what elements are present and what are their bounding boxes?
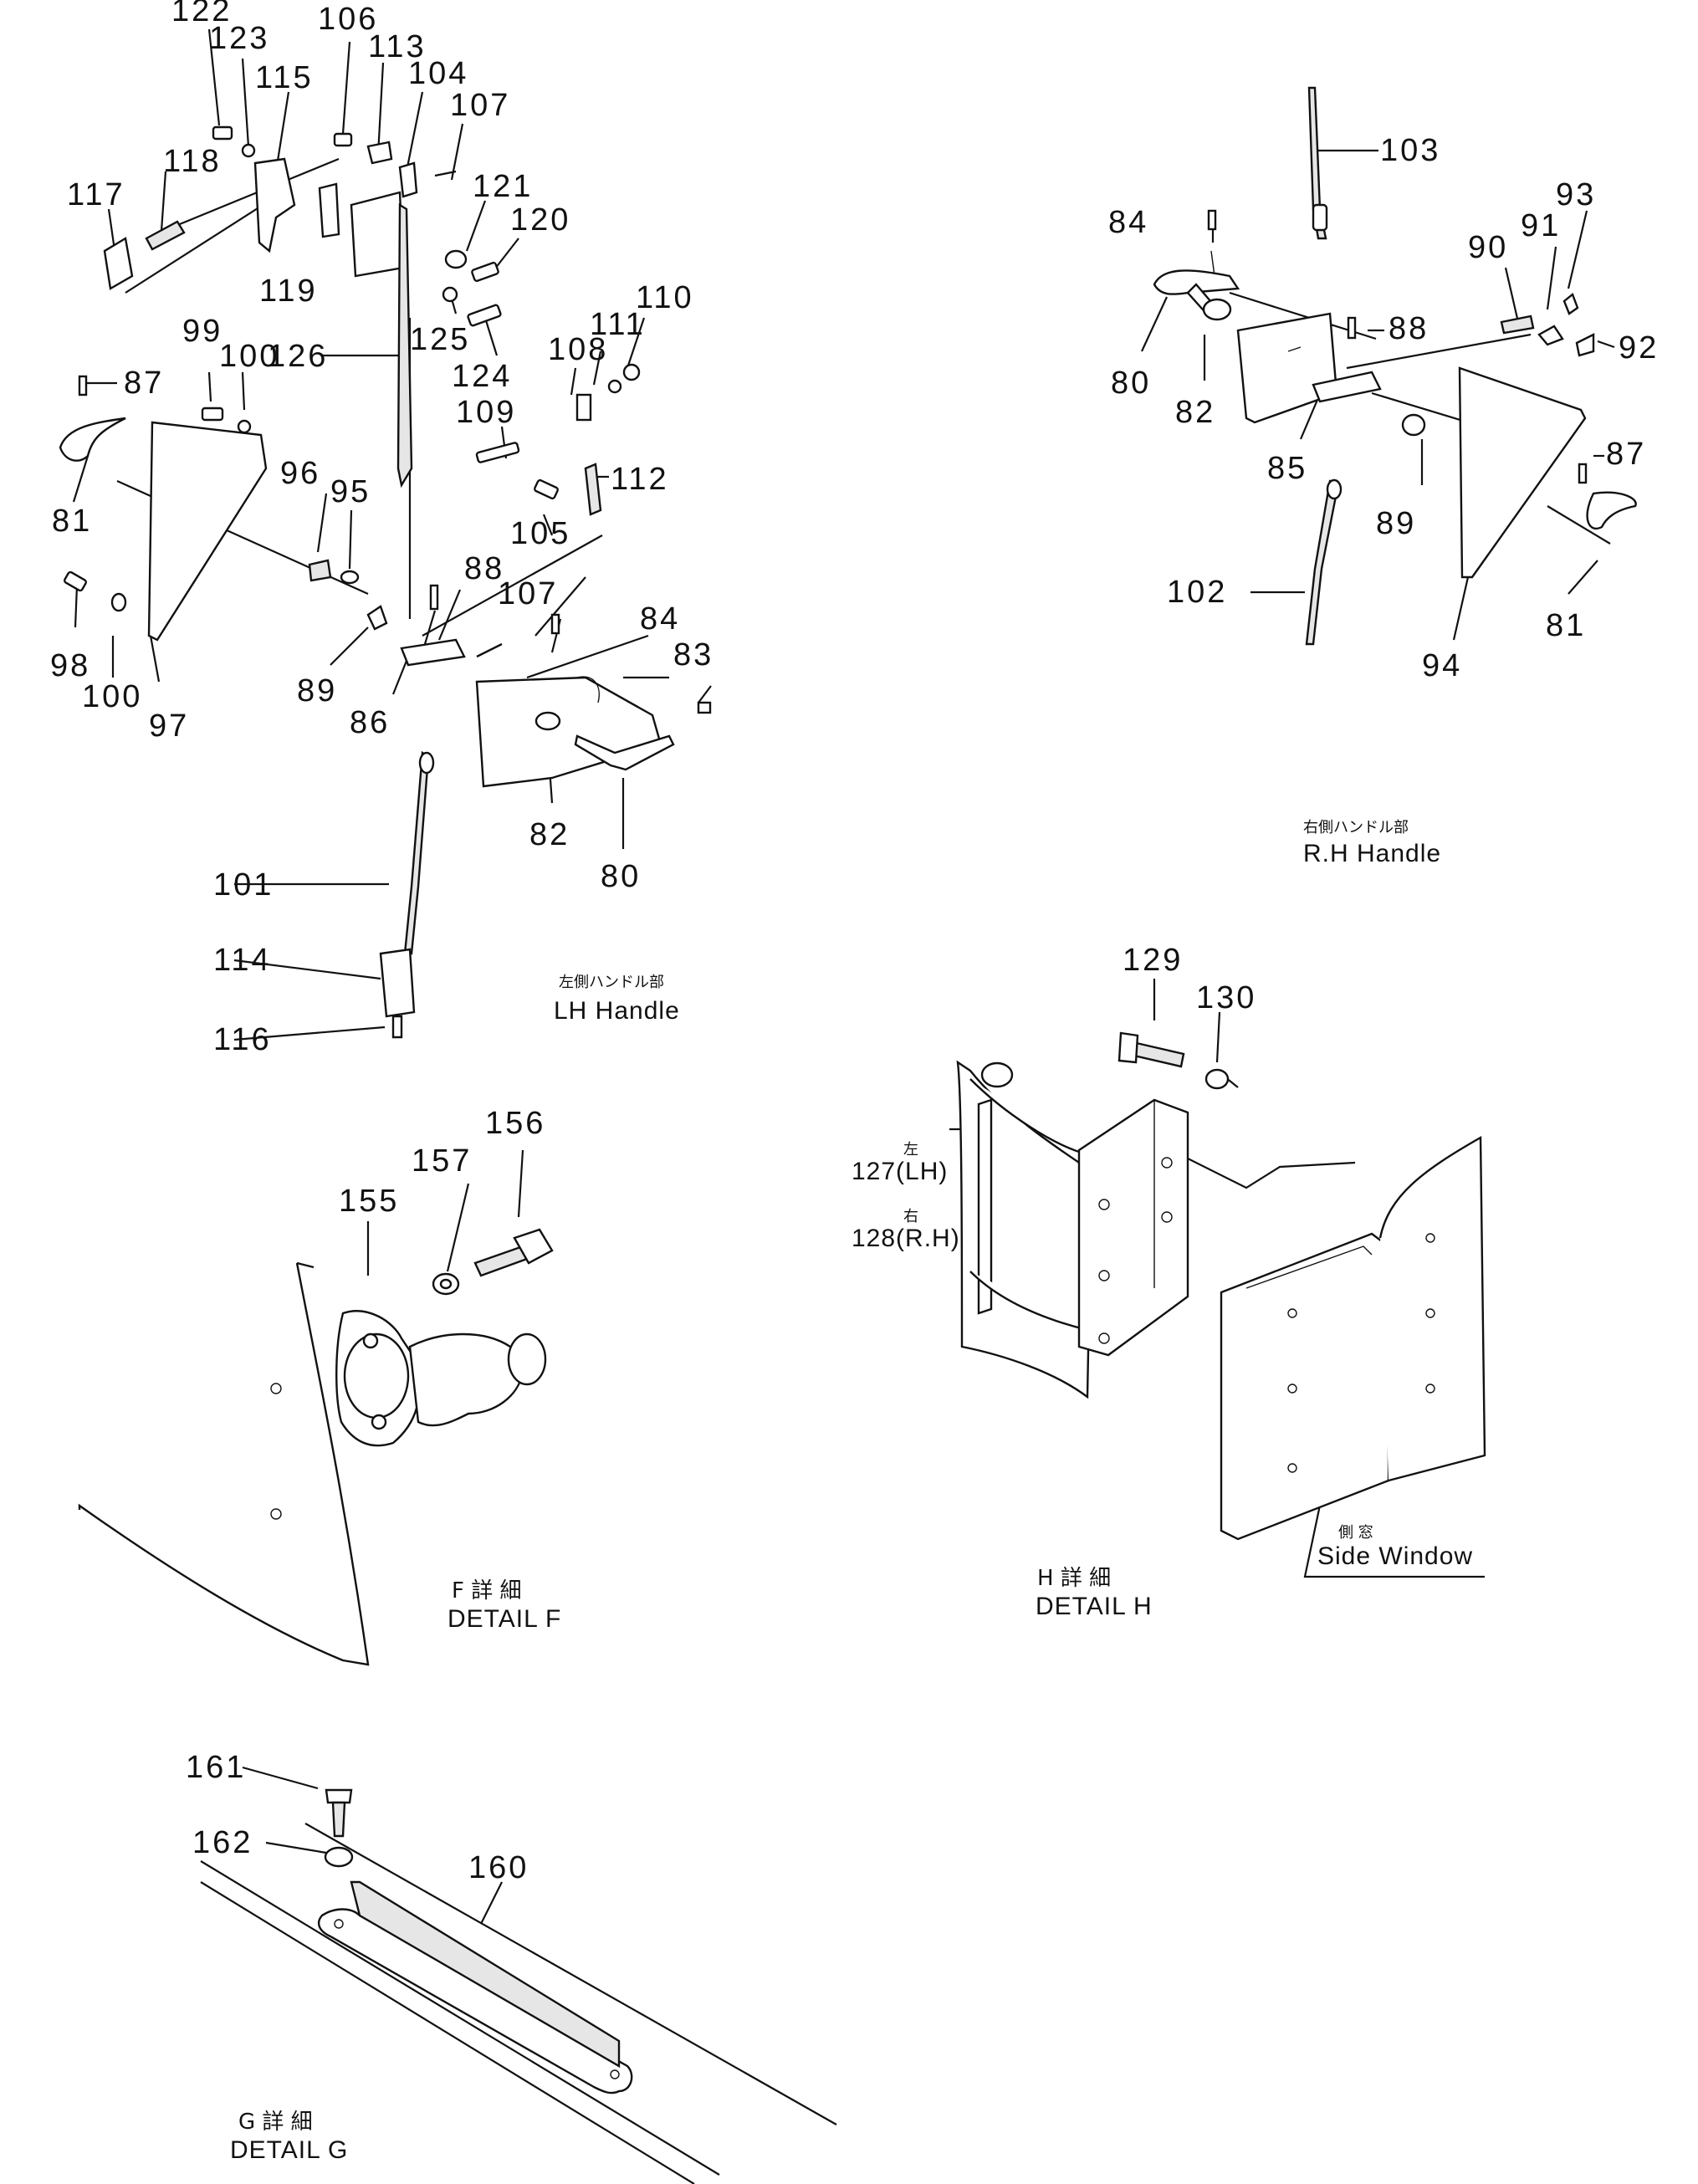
callout-label: 96 (280, 456, 320, 491)
detail-f-caption: DETAIL F (448, 1605, 561, 1633)
window-label: Side Window (1317, 1542, 1473, 1570)
callout-label: 81 (52, 504, 92, 539)
callout-label: 82 (529, 817, 570, 852)
detail-h-caption-jp: H 詳 細 (1037, 1566, 1111, 1591)
lh-handle-caption-jp: 左側ハンドル部 (559, 974, 664, 991)
window-label-jp: 側 窓 (1338, 1524, 1373, 1542)
lh-handle-caption: LH Handle (554, 997, 680, 1025)
callout-label: 90 (1468, 230, 1508, 265)
callout-label: 105 (510, 516, 570, 551)
callout-label: 80 (601, 859, 641, 894)
callout-label: 121 (473, 169, 533, 204)
callout-label: 101 (213, 867, 274, 903)
callout-label: 91 (1521, 208, 1561, 243)
callout-label: 124 (452, 359, 512, 394)
callout-label: 100 (219, 339, 279, 374)
callout-label: 100 (82, 679, 142, 714)
callout-label: 108 (548, 332, 608, 367)
callout-label: 107 (450, 88, 510, 123)
callout-label: 106 (318, 2, 378, 37)
callout-label: 122 (171, 0, 232, 28)
detail-g-caption: DETAIL G (230, 2136, 348, 2164)
callout-label: 118 (163, 144, 222, 179)
callout-label: 87 (124, 366, 164, 401)
callout-label: 88 (464, 551, 504, 586)
detail-f-caption-jp: F 詳 細 (452, 1578, 522, 1603)
callout-label: 102 (1167, 575, 1227, 610)
side-label-lh: 127(LH) (852, 1158, 948, 1185)
callout-label: 156 (485, 1106, 545, 1141)
callout-label: 84 (1108, 205, 1148, 240)
callout-label: 114 (213, 943, 272, 978)
callout-label: 112 (611, 462, 669, 497)
callout-label: 125 (410, 322, 470, 357)
detail-h: 129 130 左 127(LH) 右 128(R.H) 側 窓 Side Wi… (852, 943, 1486, 1620)
callout-label: 84 (640, 601, 680, 637)
callout-label: 107 (498, 576, 558, 611)
callout-label: 93 (1556, 177, 1596, 212)
callout-label: 110 (636, 280, 694, 315)
callout-label: 94 (1422, 648, 1462, 683)
detail-h-caption: DETAIL H (1036, 1593, 1153, 1620)
callout-label: 155 (339, 1184, 399, 1219)
callout-label: 119 (259, 274, 318, 309)
detail-f: 156 157 155 F 詳 細 DETAIL F (78, 1106, 561, 1666)
detail-g: 161 162 160 G 詳 細 DETAIL G (186, 1750, 837, 2184)
side-label-lh-jp: 左 (903, 1141, 918, 1158)
callout-label: 113 (368, 29, 427, 64)
detail-g-caption-jp: G 詳 細 (238, 2110, 313, 2135)
callout-label: 86 (350, 705, 390, 740)
callout-label: 97 (149, 708, 189, 744)
callout-label: 82 (1175, 395, 1215, 430)
callout-label: 85 (1267, 451, 1307, 486)
callout-label: 95 (330, 474, 371, 509)
callout-label: 117 (67, 177, 125, 212)
callout-label: 80 (1111, 366, 1151, 401)
callout-label: 123 (209, 21, 269, 56)
callout-label: 83 (673, 637, 713, 673)
callout-label: 109 (456, 395, 516, 430)
lh-handle-assembly: 122 123 106 113 104 107 115 118 117 119 … (50, 0, 713, 1057)
callout-label: 81 (1546, 608, 1586, 643)
callout-label: 161 (186, 1750, 246, 1785)
callout-label: 116 (213, 1022, 272, 1057)
callout-label: 98 (50, 648, 90, 683)
callout-label: 89 (297, 673, 337, 708)
side-label-rh-jp: 右 (903, 1208, 918, 1225)
callout-label: 104 (408, 56, 468, 91)
callout-label: 160 (468, 1850, 529, 1885)
callout-label: 87 (1606, 437, 1646, 472)
rh-handle-caption-jp: 右側ハンドル部 (1303, 819, 1409, 836)
side-label-rh: 128(R.H) (852, 1225, 960, 1252)
rh-handle-caption: R.H Handle (1303, 840, 1441, 867)
callout-label: 120 (510, 202, 570, 238)
callout-label: 103 (1380, 133, 1440, 168)
callout-label: 162 (192, 1825, 253, 1860)
callout-label: 129 (1123, 943, 1183, 978)
callout-label: 126 (268, 339, 328, 374)
callout-label: 99 (182, 314, 222, 349)
callout-label: 157 (412, 1143, 472, 1179)
callout-label: 92 (1619, 330, 1659, 366)
callout-label: 115 (255, 60, 314, 95)
callout-label: 88 (1389, 311, 1429, 346)
callout-label: 89 (1376, 506, 1416, 541)
callout-label: 111 (590, 307, 646, 342)
callout-label: 130 (1196, 980, 1256, 1015)
rh-handle-assembly: 103 84 93 91 90 88 92 80 82 85 89 87 102… (1108, 86, 1659, 867)
